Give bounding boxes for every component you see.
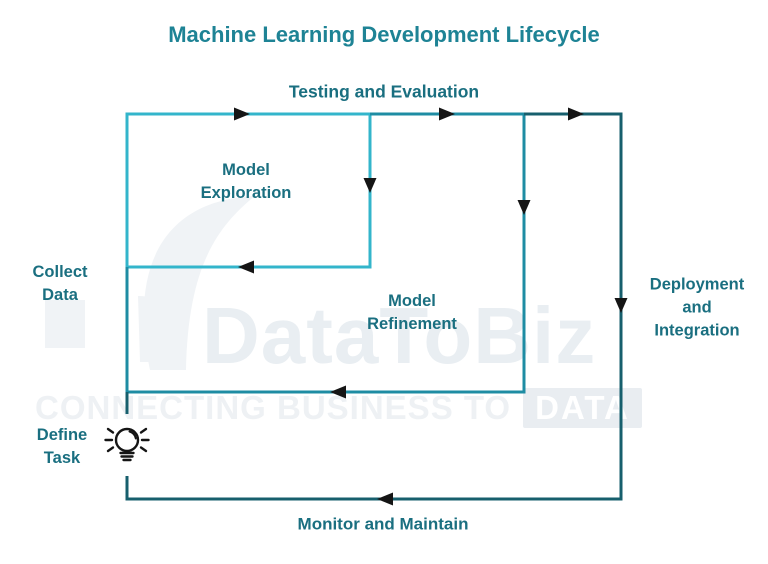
stage-label-testing-and-evaluation: Testing and Evaluation	[288, 81, 480, 102]
lightbulb-icon	[104, 427, 150, 462]
watermark-tagline-text: CONNECTING BUSINESS TO	[35, 389, 512, 426]
flow-arrow-top-inner	[234, 107, 250, 121]
stage-label-collect-data: Collect Data	[32, 263, 88, 304]
stage-label-model-exploration: Model Exploration	[200, 161, 292, 202]
middle-loop-line	[125, 112, 526, 394]
flow-arrow-down-inner	[363, 178, 377, 193]
flow-arrow-top-middle	[439, 107, 455, 121]
flow-arrow-left-middle	[330, 385, 346, 399]
watermark-blob-left	[45, 300, 85, 348]
flow-arrow-left-outer	[377, 492, 393, 506]
stage-label-model-refinement: Model Refinement	[367, 292, 457, 333]
flow-arrow-top-outer	[568, 107, 584, 121]
stage-label-define-task: Define Task	[36, 426, 88, 467]
stage-label-deployment-and-integration: Deployment and Integration	[649, 275, 745, 340]
flow-arrow-left-inner	[238, 260, 254, 274]
flow-arrow-down-middle	[517, 200, 531, 215]
flow-arrow-down-outer	[614, 298, 628, 313]
watermark-brand: DataToBiz	[202, 291, 597, 380]
watermark-swoosh-shape	[143, 196, 255, 370]
stage-label-monitor-and-maintain: Monitor and Maintain	[297, 514, 469, 534]
outer-loop-line	[125, 112, 623, 501]
page-title: Machine Learning Development Lifecycle	[168, 22, 600, 47]
watermark-blob-mid	[138, 296, 171, 362]
